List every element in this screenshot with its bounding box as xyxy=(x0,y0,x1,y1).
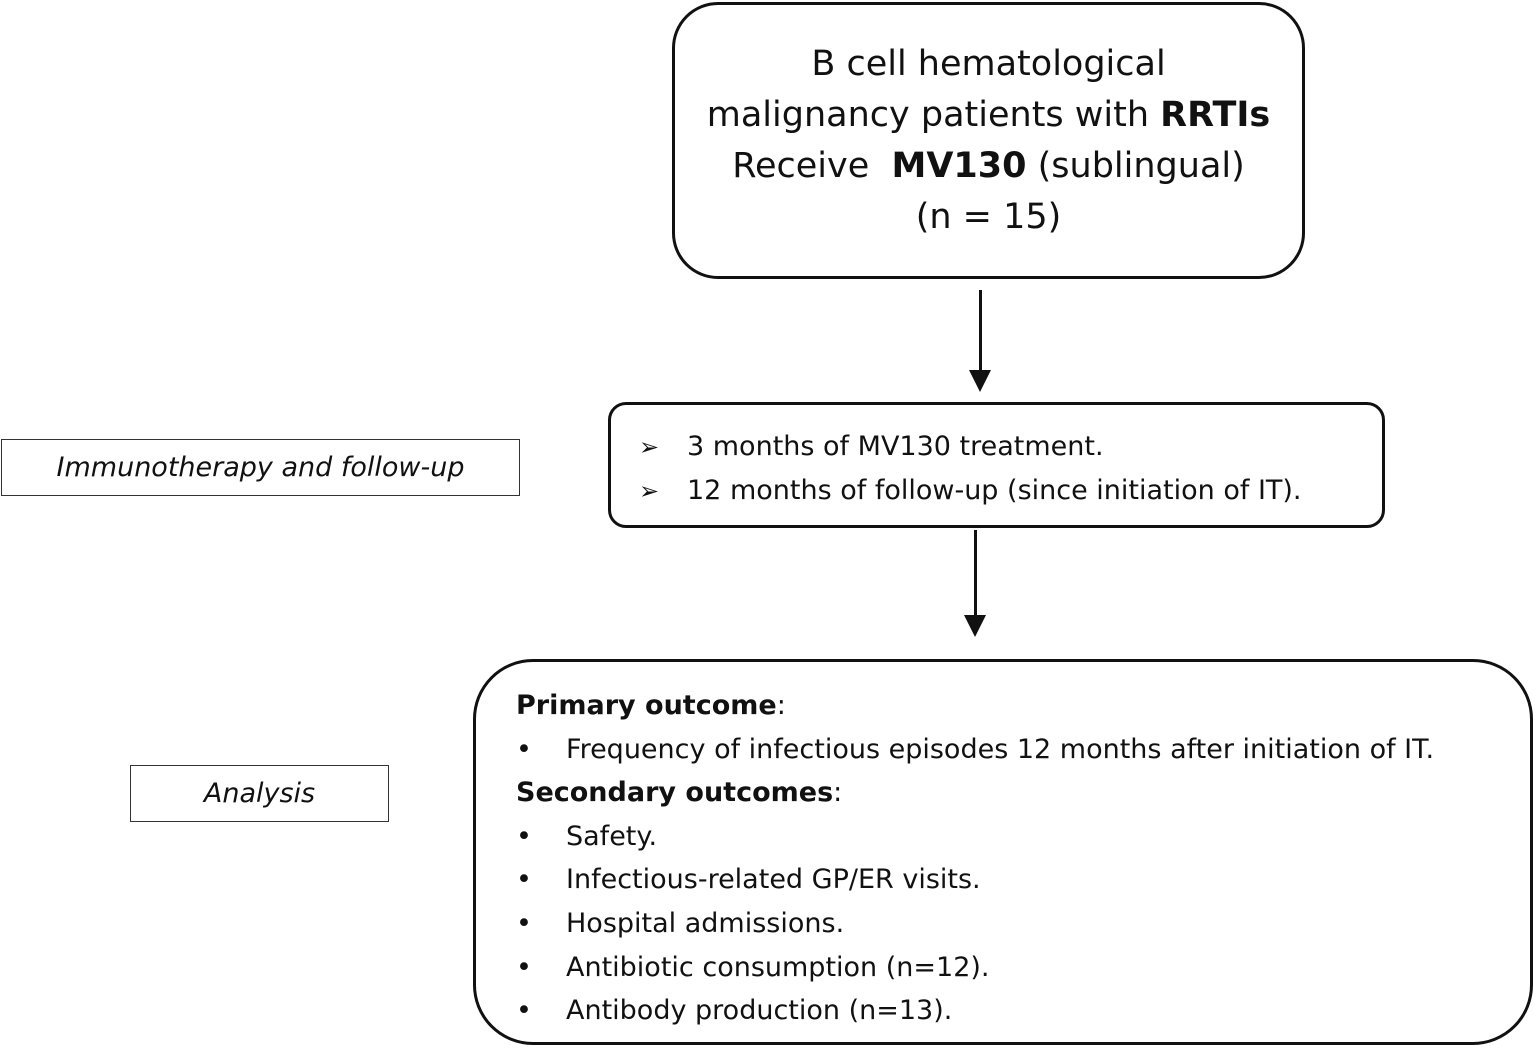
outcomes-box: Primary outcome: • Frequency of infectio… xyxy=(473,659,1533,1045)
arrow-bullet-icon: ➢ xyxy=(639,477,660,505)
arrow-2-head xyxy=(964,615,986,637)
treatment-item-text: 3 months of MV130 treatment. xyxy=(687,431,1104,462)
enrollment-line-2: malignancy patients with RRTIs xyxy=(707,90,1270,141)
bullet-icon: • xyxy=(516,951,532,983)
treatment-item: ➢ 12 months of follow-up (since initiati… xyxy=(639,469,1382,513)
analysis-label: Analysis xyxy=(130,765,389,822)
bullet-icon: • xyxy=(516,733,532,765)
primary-outcome-heading: Primary outcome: xyxy=(516,684,1530,728)
primary-outcome-title: Primary outcome xyxy=(516,690,777,721)
immunotherapy-label: Immunotherapy and follow-up xyxy=(1,439,520,496)
enrollment-line-3: Receive MV130 (sublingual) xyxy=(732,141,1245,192)
arrow-1-shaft xyxy=(979,290,982,370)
treatment-item-text: 12 months of follow-up (since initiation… xyxy=(687,475,1302,506)
enrollment-line-3-text: Receive xyxy=(732,145,881,186)
outcome-item-text: Hospital admissions. xyxy=(566,907,845,939)
outcome-item-text: Antibiotic consumption (n=12). xyxy=(566,951,990,983)
enrollment-line-3-tail: (sublingual) xyxy=(1026,145,1245,186)
secondary-outcomes-title: Secondary outcomes xyxy=(516,777,834,809)
outcome-item: • Safety. xyxy=(516,815,1530,859)
arrow-1-head xyxy=(969,370,991,392)
outcome-item: • Antibiotic consumption (n=12). xyxy=(516,946,1530,990)
arrow-2-shaft xyxy=(974,530,977,617)
outcome-item-text: Infectious-related GP/ER visits. xyxy=(566,864,981,896)
outcome-item: • Infectious-related GP/ER visits. xyxy=(516,858,1530,902)
enrollment-box: B cell hematological malignancy patients… xyxy=(672,2,1305,279)
outcome-item: • Antibody production (n=13). xyxy=(516,989,1530,1033)
mv130-label: MV130 xyxy=(891,145,1027,186)
outcome-item-text: Frequency of infectious episodes 12 mont… xyxy=(566,733,1435,765)
bullet-icon: • xyxy=(516,820,532,852)
outcome-item: • Hospital admissions. xyxy=(516,902,1530,946)
secondary-outcomes-colon: : xyxy=(833,777,843,809)
bullet-icon: • xyxy=(516,907,532,939)
outcome-item: • Frequency of infectious episodes 12 mo… xyxy=(516,728,1530,772)
outcome-item-text: Safety. xyxy=(566,820,658,852)
treatment-box: ➢ 3 months of MV130 treatment. ➢ 12 mont… xyxy=(608,402,1385,528)
treatment-item: ➢ 3 months of MV130 treatment. xyxy=(639,425,1382,469)
enrollment-count: (n = 15) xyxy=(915,196,1062,237)
rrtis-label: RRTIs xyxy=(1160,94,1271,135)
outcome-item-text: Antibody production (n=13). xyxy=(566,995,953,1027)
bullet-icon: • xyxy=(516,864,532,896)
enrollment-line-1: B cell hematological xyxy=(811,43,1166,84)
enrollment-line-2-text: malignancy patients with xyxy=(706,94,1161,135)
bullet-icon: • xyxy=(516,995,532,1027)
arrow-bullet-icon: ➢ xyxy=(639,433,660,461)
primary-outcome-colon: : xyxy=(776,690,786,721)
secondary-outcomes-heading: Secondary outcomes: xyxy=(516,771,1530,815)
